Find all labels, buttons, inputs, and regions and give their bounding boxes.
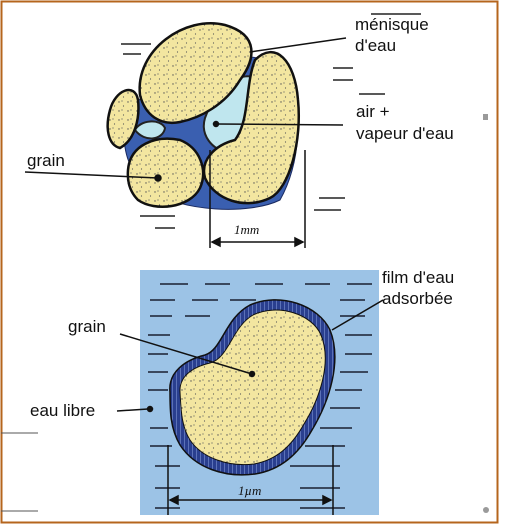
marker-square — [483, 114, 488, 120]
label-eau-libre: eau libre — [30, 401, 95, 420]
label-menisque: ménisque — [355, 15, 429, 34]
label-grain-bottom: grain — [68, 317, 106, 336]
label-adsorbee: adsorbée — [382, 289, 453, 308]
bottom-scale-label: 1µm — [238, 483, 261, 498]
label-grain-top: grain — [27, 151, 65, 170]
top-scale-label: 1mm — [234, 222, 259, 237]
label-vapeur: vapeur d'eau — [356, 124, 454, 143]
label-deau: d'eau — [355, 36, 396, 55]
label-air: air + — [356, 102, 390, 121]
marker-dot — [483, 507, 489, 513]
label-film: film d'eau — [382, 268, 454, 287]
grain-bottom — [128, 139, 203, 207]
top-grains — [108, 23, 299, 206]
